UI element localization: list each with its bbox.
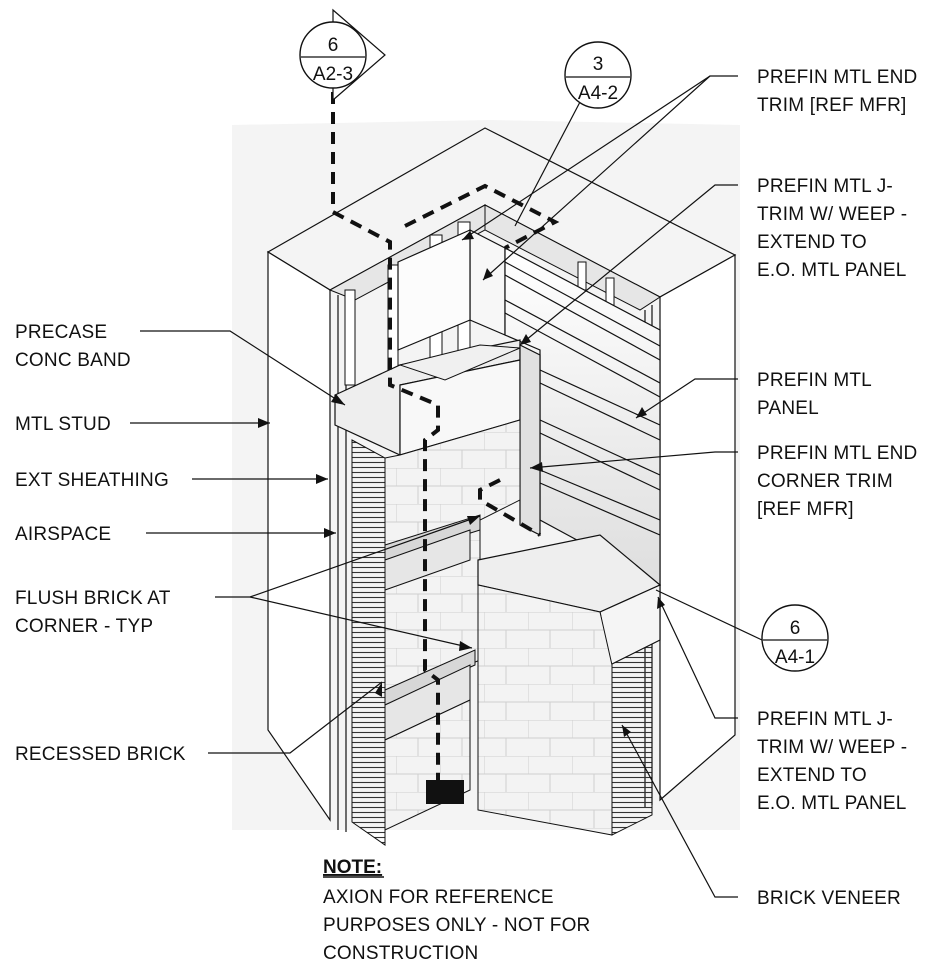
callout-ext-sheathing: EXT SHEATHING xyxy=(15,470,169,491)
arrowhead xyxy=(657,597,665,609)
bubble-circle xyxy=(761,604,829,672)
callout-j-trim-bottom-line-1: PREFIN MTL J- xyxy=(757,709,893,730)
callout-j-trim-bottom-line-3: EXTEND TO xyxy=(757,765,867,786)
callout-precast-line-2: CONC BAND xyxy=(15,350,131,371)
callout-mtl-panel-line-1: PREFIN MTL xyxy=(757,370,872,391)
callout-precast-line-1: PRECASE xyxy=(15,322,107,343)
leader-lines xyxy=(130,75,763,898)
arrowhead xyxy=(331,394,345,405)
arrowhead xyxy=(622,725,631,737)
arrowhead xyxy=(316,474,328,484)
note-line-1: AXION FOR REFERENCE xyxy=(323,887,554,908)
section-cut-lines xyxy=(331,92,560,804)
section-cut-end-marker xyxy=(426,780,464,804)
callout-j-trim-top-line-1: PREFIN MTL J- xyxy=(757,176,893,197)
note-line-3: CONSTRUCTION xyxy=(323,943,478,964)
callout-end-trim-line-2: TRIM [REF MFR] xyxy=(757,95,907,116)
arrowhead xyxy=(258,418,270,428)
callout-end-trim-line-1: PREFIN MTL END xyxy=(757,67,917,88)
arrowhead xyxy=(467,516,480,525)
arrowhead xyxy=(530,462,543,472)
arrowhead xyxy=(459,641,472,651)
callout-mtl-panel-line-2: PANEL xyxy=(757,398,819,419)
bubble-circle xyxy=(299,21,367,89)
arrowhead xyxy=(483,268,493,280)
arrowhead xyxy=(520,334,531,345)
wall-assembly xyxy=(232,120,740,846)
arrowhead xyxy=(462,231,474,240)
callout-recessed-brick: RECESSED BRICK xyxy=(15,744,186,765)
bubble-circle xyxy=(564,41,632,109)
arrowhead xyxy=(375,682,382,697)
callout-corner-trim-line-3: [REF MFR] xyxy=(757,499,854,520)
note-block: NOTE: AXION FOR REFERENCE PURPOSES ONLY … xyxy=(323,857,590,964)
arrowhead xyxy=(636,407,647,418)
callout-j-trim-bottom-line-4: E.O. MTL PANEL xyxy=(757,793,907,814)
bubble-number: 3 xyxy=(593,54,604,75)
callout-corner-trim-line-2: CORNER TRIM xyxy=(757,471,893,492)
callout-brick-veneer: BRICK VENEER xyxy=(757,888,901,909)
detail-bubble-a4-2[interactable]: 3 A4-2 xyxy=(564,41,632,109)
right-callouts: PREFIN MTL END TRIM [REF MFR] PREFIN MTL… xyxy=(757,67,917,909)
arrowheads xyxy=(258,231,665,737)
callout-j-trim-bottom-line-2: TRIM W/ WEEP - xyxy=(757,737,907,758)
callout-airspace: AIRSPACE xyxy=(15,524,111,545)
arrowhead xyxy=(324,528,336,538)
bubble-number: 6 xyxy=(328,35,339,56)
callout-j-trim-top-line-3: EXTEND TO xyxy=(757,232,867,253)
note-heading: NOTE: xyxy=(323,857,382,878)
bubble-sheet: A4-2 xyxy=(578,83,618,104)
callout-j-trim-top-line-4: E.O. MTL PANEL xyxy=(757,260,907,281)
callout-j-trim-top-line-2: TRIM W/ WEEP - xyxy=(757,204,907,225)
callout-mtl-stud: MTL STUD xyxy=(15,414,111,435)
detail-bubble-a4-1[interactable]: 6 A4-1 xyxy=(761,604,829,672)
note-line-2: PURPOSES ONLY - NOT FOR xyxy=(323,915,590,936)
bubble-sheet: A2-3 xyxy=(313,64,353,85)
left-callouts: PRECASE CONC BAND MTL STUD EXT SHEATHING… xyxy=(15,322,186,765)
bubble-sheet: A4-1 xyxy=(775,647,815,668)
callout-flush-brick-line-2: CORNER - TYP xyxy=(15,616,153,637)
callout-corner-trim-line-1: PREFIN MTL END xyxy=(757,443,917,464)
detail-bubble-a2-3[interactable]: 6 A2-3 xyxy=(299,8,386,102)
bubble-number: 6 xyxy=(790,618,801,639)
callout-flush-brick-line-1: FLUSH BRICK AT xyxy=(15,588,171,609)
